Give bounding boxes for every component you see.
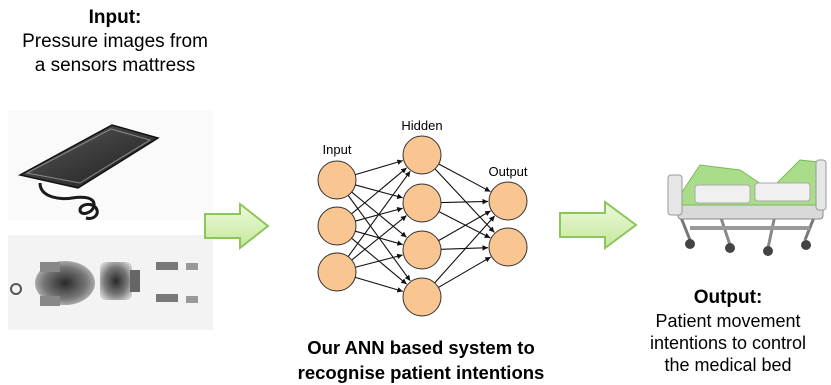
output-heading: Output: (693, 287, 763, 308)
hidden-layer-label: Hidden (401, 118, 442, 133)
connection-input-3-to-hidden-3 (355, 253, 403, 268)
output-line-1: Patient movement (655, 311, 801, 331)
input-layer-label: Input (323, 142, 352, 157)
hidden-node-4 (402, 277, 442, 317)
sensor-mattress-image (8, 110, 213, 220)
connection-input-1-to-hidden-1 (355, 159, 403, 176)
input-line-1: Pressure images from (22, 31, 208, 52)
pressure-map-image (8, 235, 213, 330)
input-node-1 (317, 160, 357, 200)
output-line-3: the medical bed (664, 355, 792, 375)
connection-hidden-3-to-output-1 (438, 210, 491, 242)
connection-hidden-3-to-output-2 (440, 245, 489, 251)
input-node-2 (317, 206, 357, 246)
input-line-2: a sensors mattress (34, 55, 196, 76)
output-description: Output: Patient movement intentions to c… (628, 286, 828, 376)
connection-hidden-1-to-output-2 (434, 168, 495, 233)
output-line-2: intentions to control (649, 333, 807, 353)
network-caption: Our ANN based system to recognise patien… (262, 335, 580, 385)
output-node-1 (488, 181, 528, 221)
connection-input-2-to-hidden-1 (351, 167, 408, 215)
connection-hidden-4-to-output-2 (438, 256, 491, 288)
flow-arrow-to-network (204, 201, 270, 251)
input-heading: Input: (88, 7, 142, 28)
input-description: Input: Pressure images from a sensors ma… (0, 6, 230, 78)
network-caption-line-1: Our ANN based system to (307, 337, 535, 358)
input-node-3 (317, 252, 357, 292)
output-layer-label: Output (488, 164, 527, 179)
hidden-node-1 (402, 135, 442, 175)
connection-hidden-2-to-output-2 (438, 211, 491, 239)
network-caption-line-2: recognise patient intentions (297, 362, 545, 383)
connection-input-3-to-hidden-1 (347, 170, 411, 257)
hidden-node-2 (402, 183, 442, 223)
connection-hidden-4-to-output-1 (434, 215, 496, 284)
connection-input-3-to-hidden-2 (351, 215, 407, 261)
connection-hidden-2-to-output-1 (440, 198, 489, 205)
connection-hidden-1-to-output-1 (438, 163, 491, 193)
hidden-node-3 (402, 230, 442, 270)
medical-bed-image (667, 159, 827, 256)
output-node-2 (488, 227, 528, 267)
flow-arrow-to-bed (559, 200, 638, 250)
connection-input-3-to-hidden-4 (355, 276, 403, 293)
